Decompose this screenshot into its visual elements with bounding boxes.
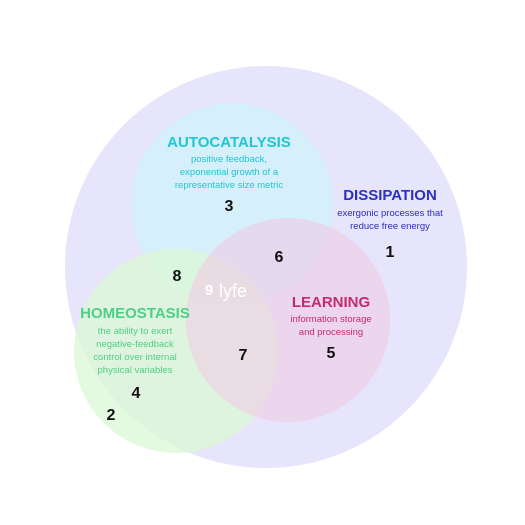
lyfe-label: 9 lyfe [205, 281, 247, 301]
dissipation-desc-line-2: reduce free energy [350, 221, 430, 232]
dissipation-desc-line-1: exergonic processes that [337, 208, 443, 219]
dissipation-label: DISSIPATION exergonic processes that red… [337, 187, 443, 232]
autocatalysis-desc-line-3: representative size metric [175, 180, 283, 191]
region-number-9: 9 [205, 282, 213, 299]
learning-title: LEARNING [292, 294, 370, 311]
homeostasis-desc-line-3: control over internal [93, 352, 176, 363]
learning-desc-line-2: and processing [299, 327, 363, 338]
homeostasis-desc-line-1: the ability to exert [98, 326, 173, 337]
region-number-3: 3 [225, 198, 234, 215]
autocatalysis-label: AUTOCATALYSIS positive feedback, exponen… [167, 134, 291, 191]
autocatalysis-title: AUTOCATALYSIS [167, 134, 291, 151]
lyfe-word: lyfe [219, 281, 247, 301]
region-number-1: 1 [386, 244, 395, 261]
autocatalysis-desc-line-1: positive feedback, [191, 154, 267, 165]
homeostasis-desc-line-2: negative-feedback [96, 339, 174, 350]
homeostasis-desc-line-4: physical variables [98, 365, 173, 376]
region-number-8: 8 [173, 268, 182, 285]
region-number-2: 2 [107, 407, 116, 424]
learning-label: LEARNING information storage and process… [290, 294, 371, 338]
region-number-6: 6 [275, 249, 284, 266]
region-number-4: 4 [132, 385, 141, 402]
region-number-5: 5 [327, 345, 336, 362]
region-number-7: 7 [239, 347, 248, 364]
homeostasis-title: HOMEOSTASIS [80, 305, 190, 322]
homeostasis-label: HOMEOSTASIS the ability to exert negativ… [80, 305, 190, 376]
dissipation-title: DISSIPATION [343, 187, 437, 204]
learning-circle [186, 218, 390, 422]
autocatalysis-desc-line-2: exponential growth of a [180, 167, 279, 178]
learning-desc-line-1: information storage [290, 314, 371, 325]
